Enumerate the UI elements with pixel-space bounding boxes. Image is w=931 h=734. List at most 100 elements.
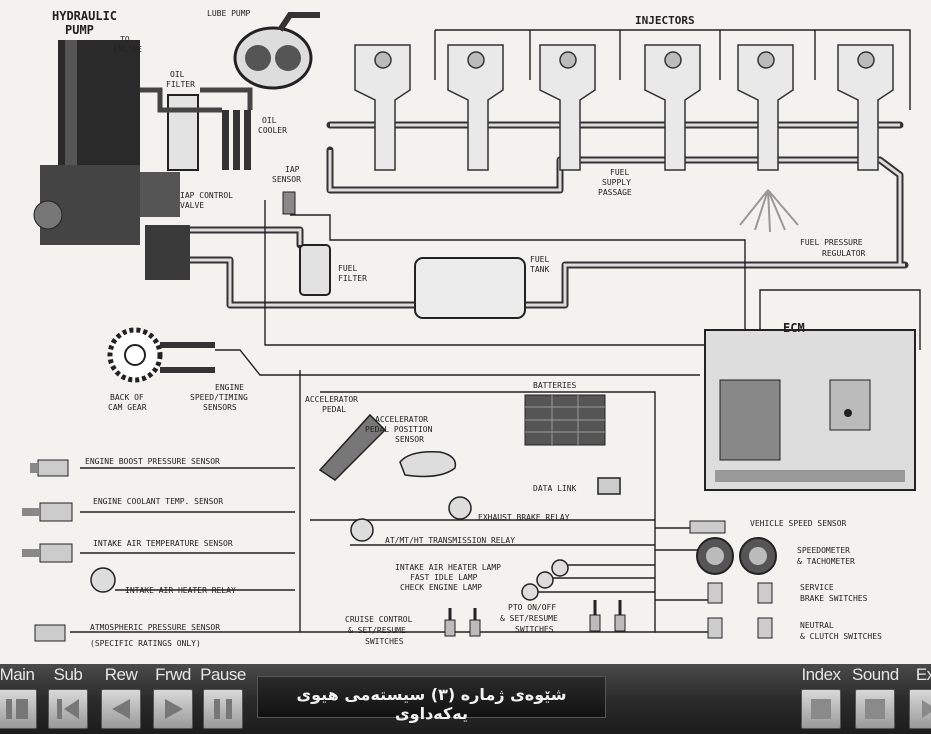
oil-filter-label: OIL	[170, 70, 185, 79]
accelerator-pedal-label: ACCELERATOR	[305, 395, 358, 404]
data-link-label: DATA LINK	[533, 484, 577, 493]
cam-sensor-harness	[215, 350, 700, 375]
pto-switches-label: PTO ON/OFF	[508, 603, 556, 612]
neutral-clutch-switches	[708, 618, 772, 638]
boost-pressure-sensor	[30, 460, 68, 476]
engine-speed-timing-label-2: SPEED/TIMING	[190, 393, 248, 402]
exit-button[interactable]: Exit	[906, 664, 931, 734]
fuel-spray	[740, 190, 798, 232]
oil-filter-label-2: FILTER	[166, 80, 195, 89]
injector-1	[355, 45, 410, 170]
pedal-position-sensor	[400, 452, 455, 477]
fuel-tank-label-2: TANK	[530, 265, 549, 274]
lube-pump-label: LUBE PUMP	[207, 9, 251, 18]
check-engine-lamp-label: CHECK ENGINE LAMP	[400, 583, 482, 592]
batteries	[525, 395, 605, 445]
vehicle-speed-sensor-label: VEHICLE SPEED SENSOR	[750, 519, 847, 528]
to-engine-label-2: ENGINE	[113, 45, 142, 54]
sound-icon	[855, 689, 895, 729]
cruise-control-label-3: SWITCHES	[365, 637, 404, 646]
atmospheric-pressure-label: ATMOSPHERIC PRESSURE SENSOR	[90, 623, 220, 632]
transmission-relay-label: AT/MT/HT TRANSMISSION RELAY	[385, 536, 515, 545]
iap-control-valve-label: IAP CONTROL	[180, 191, 233, 200]
fuel-tank	[415, 258, 525, 318]
intake-air-heater-lamp-label: INTAKE AIR HEATER LAMP	[395, 563, 501, 572]
exhaust-brake-relay-label: EXHAUST BRAKE RELAY	[478, 513, 570, 522]
ecm-label: ECM	[783, 321, 805, 335]
main-button[interactable]: Main	[0, 664, 40, 734]
tank-to-regulator-pipe	[525, 265, 905, 305]
atmospheric-pressure-sensor	[35, 625, 65, 641]
service-brake-label-2: BRAKE SWITCHES	[800, 594, 868, 603]
fuel-tank-label: FUEL	[530, 255, 549, 264]
injector-5	[738, 45, 793, 170]
batteries-label: BATTERIES	[533, 381, 577, 390]
index-icon	[801, 689, 841, 729]
pto-switches-label-3: SWITCHES	[515, 625, 554, 634]
neutral-label: NEUTRAL	[800, 621, 834, 630]
iap-control-valve-label-2: VALVE	[180, 201, 204, 210]
ecm-module	[705, 330, 915, 490]
cam-gear	[110, 330, 215, 380]
pause-button[interactable]: Pause	[200, 664, 246, 734]
speedometer-tachometer	[697, 538, 776, 574]
rewind-button-label: Rew	[98, 665, 144, 685]
fuel-pressure-regulator-label-2: REGULATOR	[822, 249, 866, 258]
rewind-icon	[101, 689, 141, 729]
fuel-supply-passage-label: FUEL	[610, 168, 629, 177]
coolant-temp-sensor	[22, 503, 72, 521]
exit-button-label: Exit	[906, 665, 931, 685]
to-engine-label: TO	[120, 35, 130, 44]
iap-sensor-label-2: SENSOR	[272, 175, 301, 184]
forward-button[interactable]: Frwd	[150, 664, 196, 734]
oil-cooler-label: OIL	[262, 116, 277, 125]
sub-button-label: Sub	[45, 665, 91, 685]
atmospheric-pressure-label-2: (SPECIFIC RATINGS ONLY)	[90, 639, 201, 648]
aps-label-2: PEDAL POSITION	[365, 425, 433, 434]
fuel-pressure-regulator-label: FUEL PRESSURE	[800, 238, 863, 247]
injector-3	[540, 45, 595, 170]
hydraulic-pump	[34, 40, 190, 280]
fuel-supply-passage-label-3: PASSAGE	[598, 188, 632, 197]
index-button-label: Index	[798, 665, 844, 685]
sound-button[interactable]: Sound	[852, 664, 898, 734]
lube-pump	[235, 15, 320, 88]
engine-speed-timing-label-3: SENSORS	[203, 403, 237, 412]
rewind-button[interactable]: Rew	[98, 664, 144, 734]
play-icon	[153, 689, 193, 729]
fuel-filter-label: FUEL	[338, 264, 357, 273]
intake-air-heater-relay	[91, 568, 115, 592]
oil-filter	[168, 95, 198, 170]
iap-sensor	[283, 192, 295, 214]
speedometer-label: SPEEDOMETER	[797, 546, 850, 555]
sub-button[interactable]: Sub	[45, 664, 91, 734]
fuel-filter	[300, 245, 330, 295]
vehicle-speed-sensor	[690, 521, 725, 533]
oil-cooler	[222, 110, 251, 170]
lamps	[522, 560, 568, 600]
intake-air-temp-label: INTAKE AIR TEMPERATURE SENSOR	[93, 539, 233, 548]
intake-air-temp-sensor	[22, 544, 72, 562]
pause-button-label: Pause	[200, 665, 246, 685]
sound-button-label: Sound	[852, 665, 898, 685]
pause-icon	[203, 689, 243, 729]
fuel-filter-label-2: FILTER	[338, 274, 367, 283]
engine-speed-timing-label: ENGINE	[215, 383, 244, 392]
coolant-temp-label: ENGINE COOLANT TEMP. SENSOR	[93, 497, 223, 506]
service-brake-switches	[708, 583, 772, 603]
forward-button-label: Frwd	[150, 665, 196, 685]
boost-pressure-label: ENGINE BOOST PRESSURE SENSOR	[85, 457, 220, 466]
cruise-control-label-2: & SET/RESUME	[348, 626, 406, 635]
aps-label-3: SENSOR	[395, 435, 424, 444]
index-button[interactable]: Index	[798, 664, 844, 734]
transmission-relay	[351, 519, 373, 541]
lesson-title-box: شێوەی ژمارە (٣) سیستەمی هیوی یەکەداوی	[257, 676, 606, 718]
fuel-supply-passage-label-2: SUPPLY	[602, 178, 631, 187]
injector-2	[448, 45, 503, 170]
lesson-title: شێوەی ژمارە (٣) سیستەمی هیوی یەکەداوی	[258, 685, 605, 723]
pto-switches	[590, 600, 625, 631]
intake-air-heater-relay-label: INTAKE AIR HEATER RELAY	[125, 586, 236, 595]
iap-sensor-label: IAP	[285, 165, 300, 174]
injector-4	[645, 45, 700, 170]
clutch-label: & CLUTCH SWITCHES	[800, 632, 882, 641]
